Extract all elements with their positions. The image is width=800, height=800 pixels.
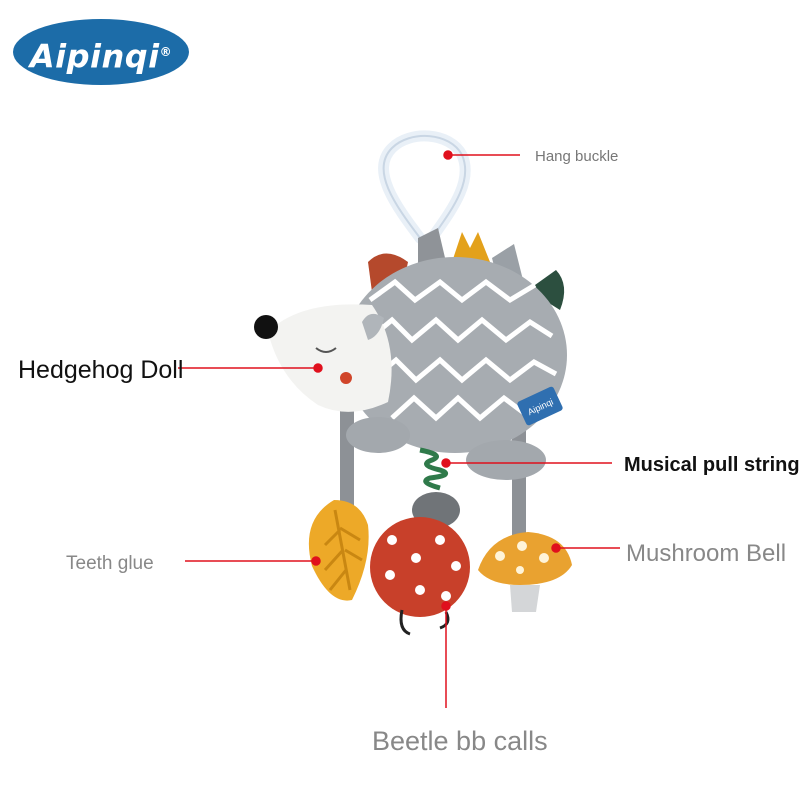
left-foot	[346, 417, 410, 453]
right-foot	[466, 440, 546, 480]
logo-badge	[13, 19, 189, 85]
mushroom-cap	[478, 532, 572, 585]
beetle-dots	[385, 535, 461, 601]
hedgehog-small-ear	[362, 313, 384, 340]
callout-mushroom-bell: Mushroom Bell	[626, 540, 787, 567]
hedgehog-cheek	[340, 372, 352, 384]
brand-tag	[517, 386, 563, 426]
ear-gray	[418, 228, 446, 268]
callout-lines	[178, 150, 620, 708]
ear-green	[528, 270, 565, 310]
hedgehog-face	[268, 304, 392, 412]
hang-buckle-hook	[378, 130, 471, 244]
logo-name: Aipinqi	[29, 37, 160, 76]
left-strap	[340, 400, 354, 515]
callout-beetle-bb-calls: Beetle bb calls	[372, 726, 548, 756]
brand-logo: Aipinqi®	[12, 18, 190, 86]
beetle-legs	[399, 609, 450, 636]
mushroom-dots	[495, 541, 549, 574]
teether-leaf	[308, 500, 369, 601]
spike-yellow	[452, 232, 490, 262]
mushroom-stem	[510, 585, 540, 612]
musical-pull-spring	[419, 447, 449, 491]
callout-teeth-glue: Teeth glue	[66, 553, 154, 574]
logo-registered-mark: ®	[159, 45, 173, 59]
callout-hang-buckle: Hang buckle	[535, 148, 619, 165]
hedgehog-nose	[254, 315, 278, 339]
hedgehog-eye	[315, 347, 337, 353]
callout-hedgehog-doll: Hedgehog Doll	[18, 356, 184, 384]
logo-text: Aipinqi®	[12, 18, 190, 86]
callout-musical-pull-string: Musical pull string	[624, 454, 800, 476]
